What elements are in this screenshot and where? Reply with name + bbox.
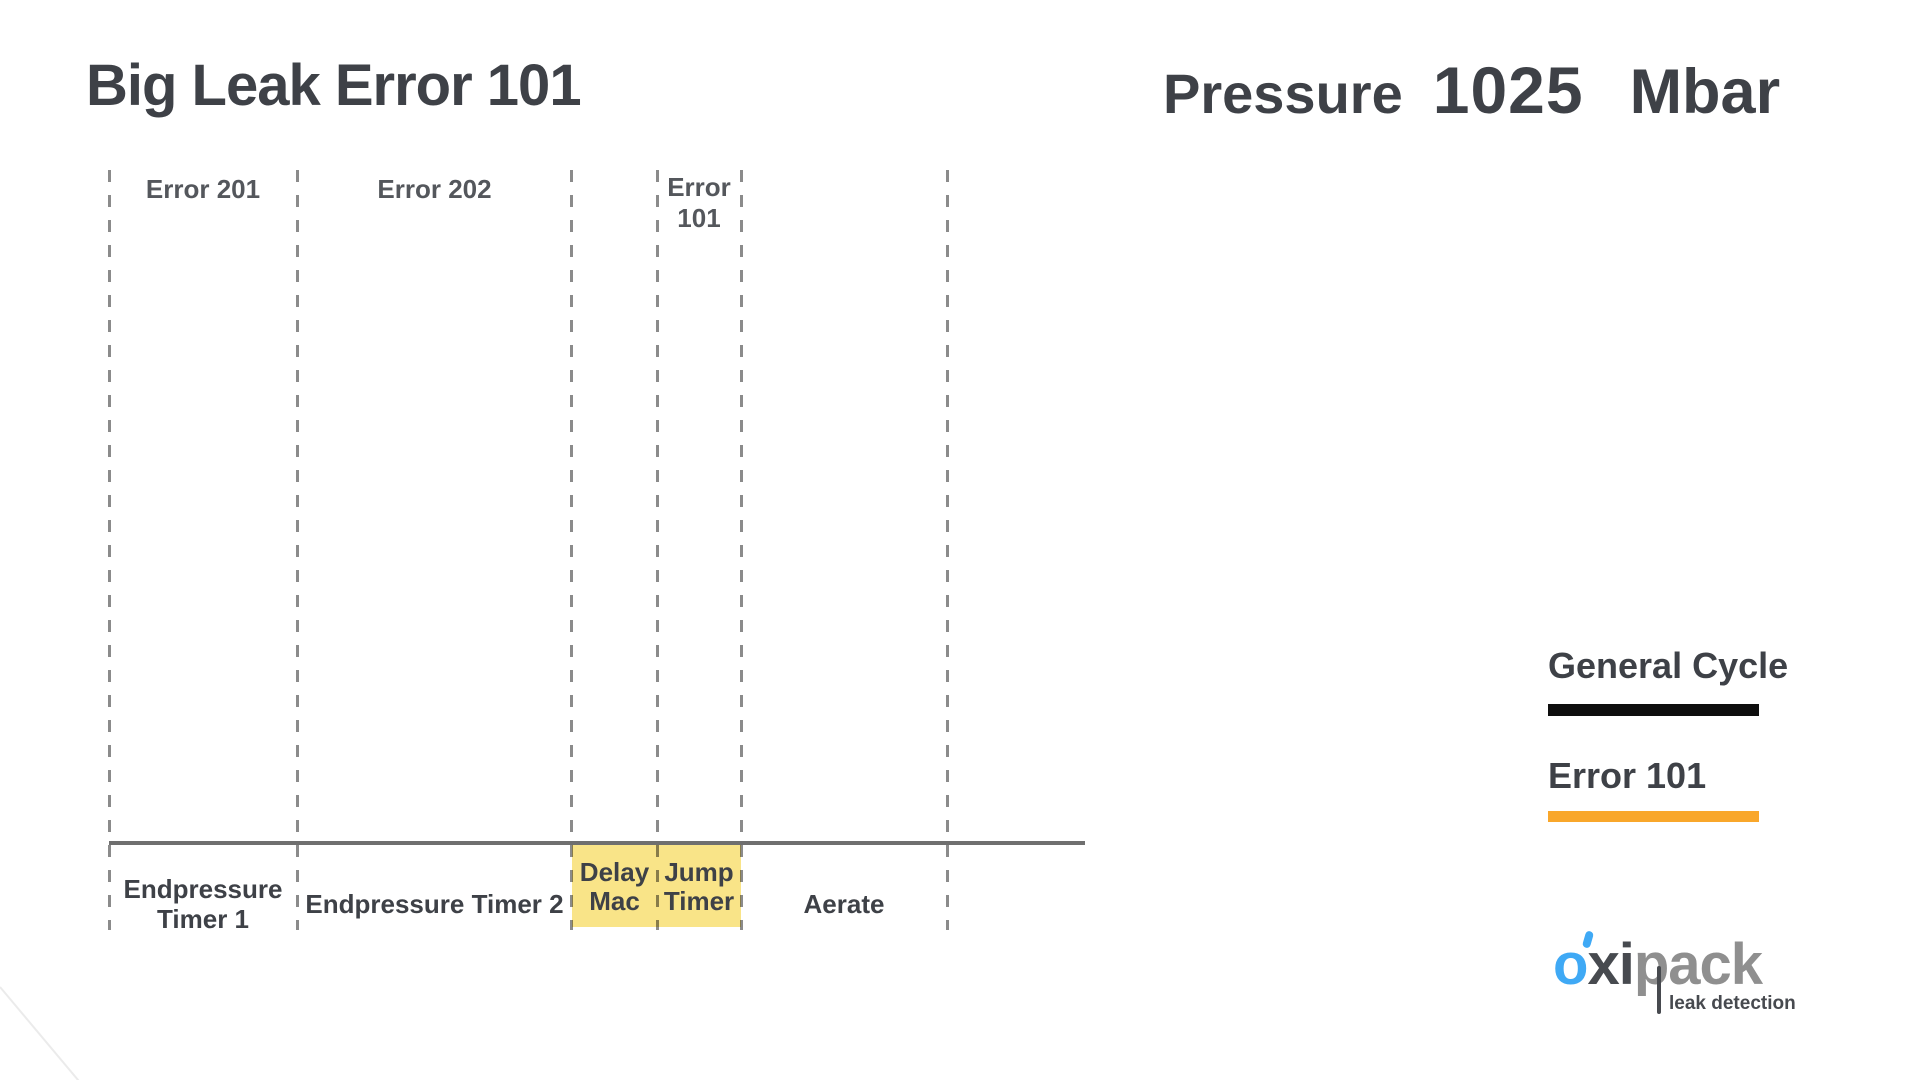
phase-endpressure-timer-1: Endpressure Timer 1	[109, 874, 297, 934]
legend-general-cycle-label: General Cycle	[1548, 645, 1789, 686]
phase-jump-timer-line1: Jump	[664, 857, 734, 887]
phase-delay-mac: Delay Mac	[572, 858, 657, 916]
logo-subtitle: leak detection	[1669, 993, 1796, 1014]
phase-jump-timer-line2: Timer	[663, 886, 735, 916]
error-201-label: Error 201	[145, 174, 261, 204]
dashed-line-6	[946, 170, 949, 930]
phase-jump-timer: Jump Timer	[657, 858, 741, 916]
dashed-line-5	[740, 170, 743, 930]
general-cycle-line	[109, 841, 1085, 845]
phase-endpressure-timer-1-line1: Endpressure	[123, 874, 283, 904]
phase-endpressure-timer-2: Endpressure Timer 2	[305, 889, 564, 919]
logo-letters-pack: pack	[1633, 932, 1763, 997]
dashed-line-4	[656, 170, 659, 930]
logo-letter-o: o	[1553, 930, 1595, 994]
logo-descender-bar	[1657, 966, 1661, 1014]
pressure-readout: Pressure 1025 Mbar	[1163, 52, 1780, 128]
legend-error-101-swatch	[1548, 811, 1759, 822]
corner-decoration-line	[0, 986, 84, 1080]
phase-endpressure-timer-1-line2: Timer 1	[156, 904, 249, 934]
pressure-value: 1025	[1432, 53, 1584, 127]
dashed-line-3	[570, 170, 573, 930]
legend-general-cycle-swatch	[1548, 704, 1759, 716]
phase-aerate: Aerate	[803, 889, 885, 919]
delay-mac-highlight	[572, 845, 657, 927]
page-title: Big Leak Error 101	[86, 53, 582, 118]
legend-error-101-label: Error 101	[1548, 755, 1707, 796]
pressure-unit: Mbar	[1629, 57, 1781, 127]
error-101-label-line1: Error	[667, 172, 731, 202]
jump-timer-highlight	[657, 845, 741, 927]
logo-subtitle-row: leak detection	[1657, 966, 1796, 1014]
pressure-label: Pressure	[1163, 62, 1403, 125]
dashed-line-2	[296, 170, 299, 930]
error-101-label: Error 101	[657, 172, 741, 234]
dashed-line-1	[108, 170, 111, 930]
error-101-label-line2: 101	[677, 203, 721, 233]
error-202-label: Error 202	[377, 174, 492, 204]
logo-letters-xi: xi	[1587, 932, 1634, 997]
phase-delay-mac-line2: Mac	[589, 886, 640, 916]
phase-delay-mac-line1: Delay	[579, 857, 650, 887]
